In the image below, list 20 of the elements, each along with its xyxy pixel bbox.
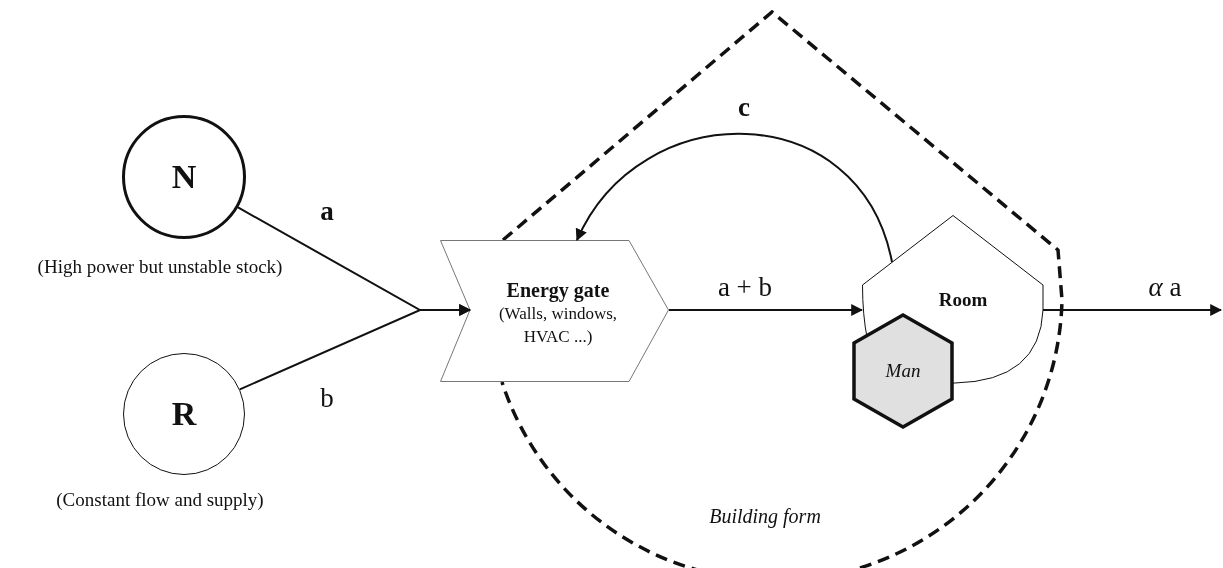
- node-title: Room: [938, 289, 988, 311]
- edge-label: b: [320, 384, 334, 412]
- area-label: Building form: [709, 504, 821, 528]
- curved-arrow: [576, 133, 893, 263]
- node-title: Energy gate: [506, 278, 610, 303]
- node-subtitle: (Walls, windows, HVAC ...): [497, 303, 619, 348]
- arrow: [668, 304, 864, 316]
- node-letter: N: [171, 160, 197, 194]
- arrow: [238, 304, 472, 391]
- edge-label: α a: [1148, 273, 1182, 301]
- arrow: [1042, 304, 1223, 316]
- node-label: Man: [885, 360, 921, 382]
- edge-label: a: [320, 197, 334, 225]
- edge-label: a + b: [717, 273, 773, 301]
- hexagon-node: [852, 313, 954, 429]
- edge-label: c: [738, 93, 750, 121]
- node-caption: (High power but unstable stock): [37, 256, 283, 278]
- chevron-shape: [440, 240, 669, 382]
- node-caption: (Constant flow and supply): [56, 489, 264, 511]
- node-letter: R: [171, 397, 197, 431]
